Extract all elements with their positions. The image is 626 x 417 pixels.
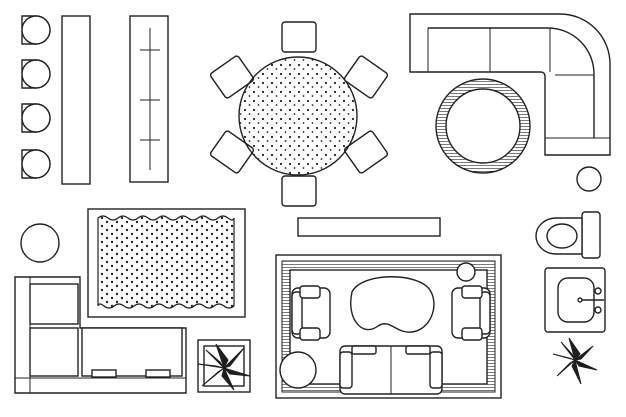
dining-table — [238, 56, 358, 176]
potted-plant — [197, 339, 251, 393]
l-shaped-sofa — [14, 276, 187, 394]
bar-stools — [21, 15, 51, 179]
bar-stool — [21, 15, 51, 45]
round-ottoman — [279, 351, 317, 389]
sofa-pillow — [91, 369, 117, 378]
round-rug — [435, 78, 531, 174]
toilet — [535, 211, 601, 259]
sink — [544, 267, 606, 333]
round-stool — [20, 223, 60, 263]
wall-shelf — [129, 15, 169, 183]
dining-chair — [343, 55, 389, 99]
side-table — [576, 166, 602, 192]
dining-chair — [281, 175, 317, 207]
armchair — [451, 285, 491, 341]
armchair — [291, 285, 331, 341]
dining-set — [209, 21, 389, 207]
potted-plant — [552, 337, 598, 385]
bar-stool — [21, 149, 51, 179]
bar-stool — [21, 59, 51, 89]
dining-chair — [343, 130, 389, 174]
coffee-table — [350, 276, 435, 333]
bar-counter — [61, 15, 91, 185]
living-area — [275, 254, 502, 399]
side-table — [456, 262, 476, 282]
bench — [297, 217, 441, 237]
sofa-pillow — [145, 369, 171, 378]
corner-sofa — [409, 13, 611, 156]
dining-chair — [209, 130, 255, 174]
bar-stool — [21, 103, 51, 133]
dining-chair — [209, 55, 255, 99]
dining-chair — [281, 21, 317, 53]
rectangular-rug — [87, 208, 246, 318]
sofa — [339, 345, 443, 395]
